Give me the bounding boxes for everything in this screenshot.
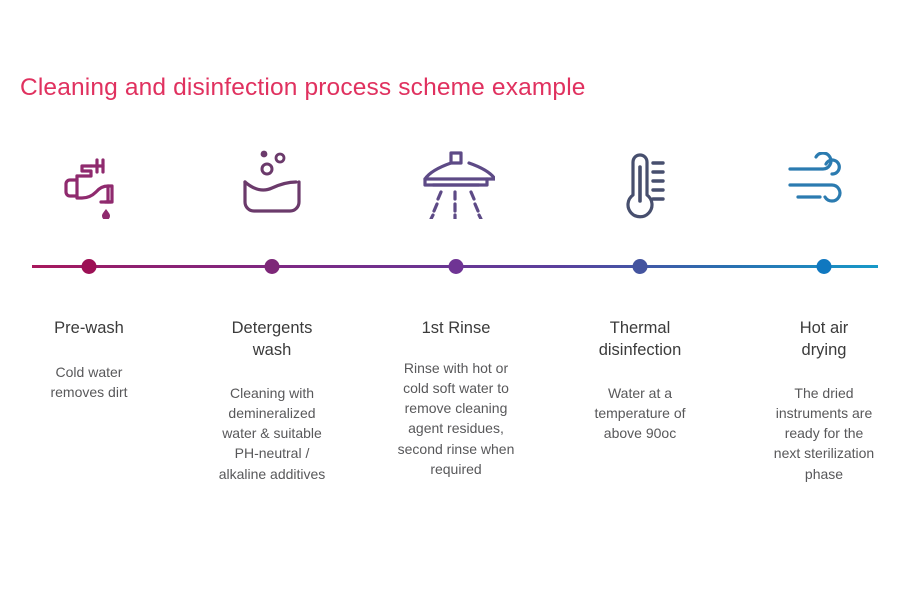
shower-head-icon — [366, 140, 546, 226]
marker-hot-air-drying[interactable] — [816, 259, 832, 274]
page-title: Cleaning and disinfection process scheme… — [20, 74, 586, 101]
thermometer-icon — [550, 140, 730, 226]
step-title-pre-wash: Pre-wash — [54, 319, 124, 337]
marker-detergents-wash[interactable] — [264, 259, 280, 274]
process-timeline — [32, 259, 878, 274]
marker-first-rinse[interactable] — [448, 259, 464, 274]
marker-thermal-disinfection[interactable] — [632, 259, 648, 274]
step-title-first-rinse: 1st Rinse — [421, 319, 491, 337]
wash-basin-icon — [182, 140, 362, 226]
marker-pre-wash[interactable] — [81, 259, 97, 274]
faucet-icon — [0, 140, 179, 226]
wind-icon — [734, 140, 900, 226]
